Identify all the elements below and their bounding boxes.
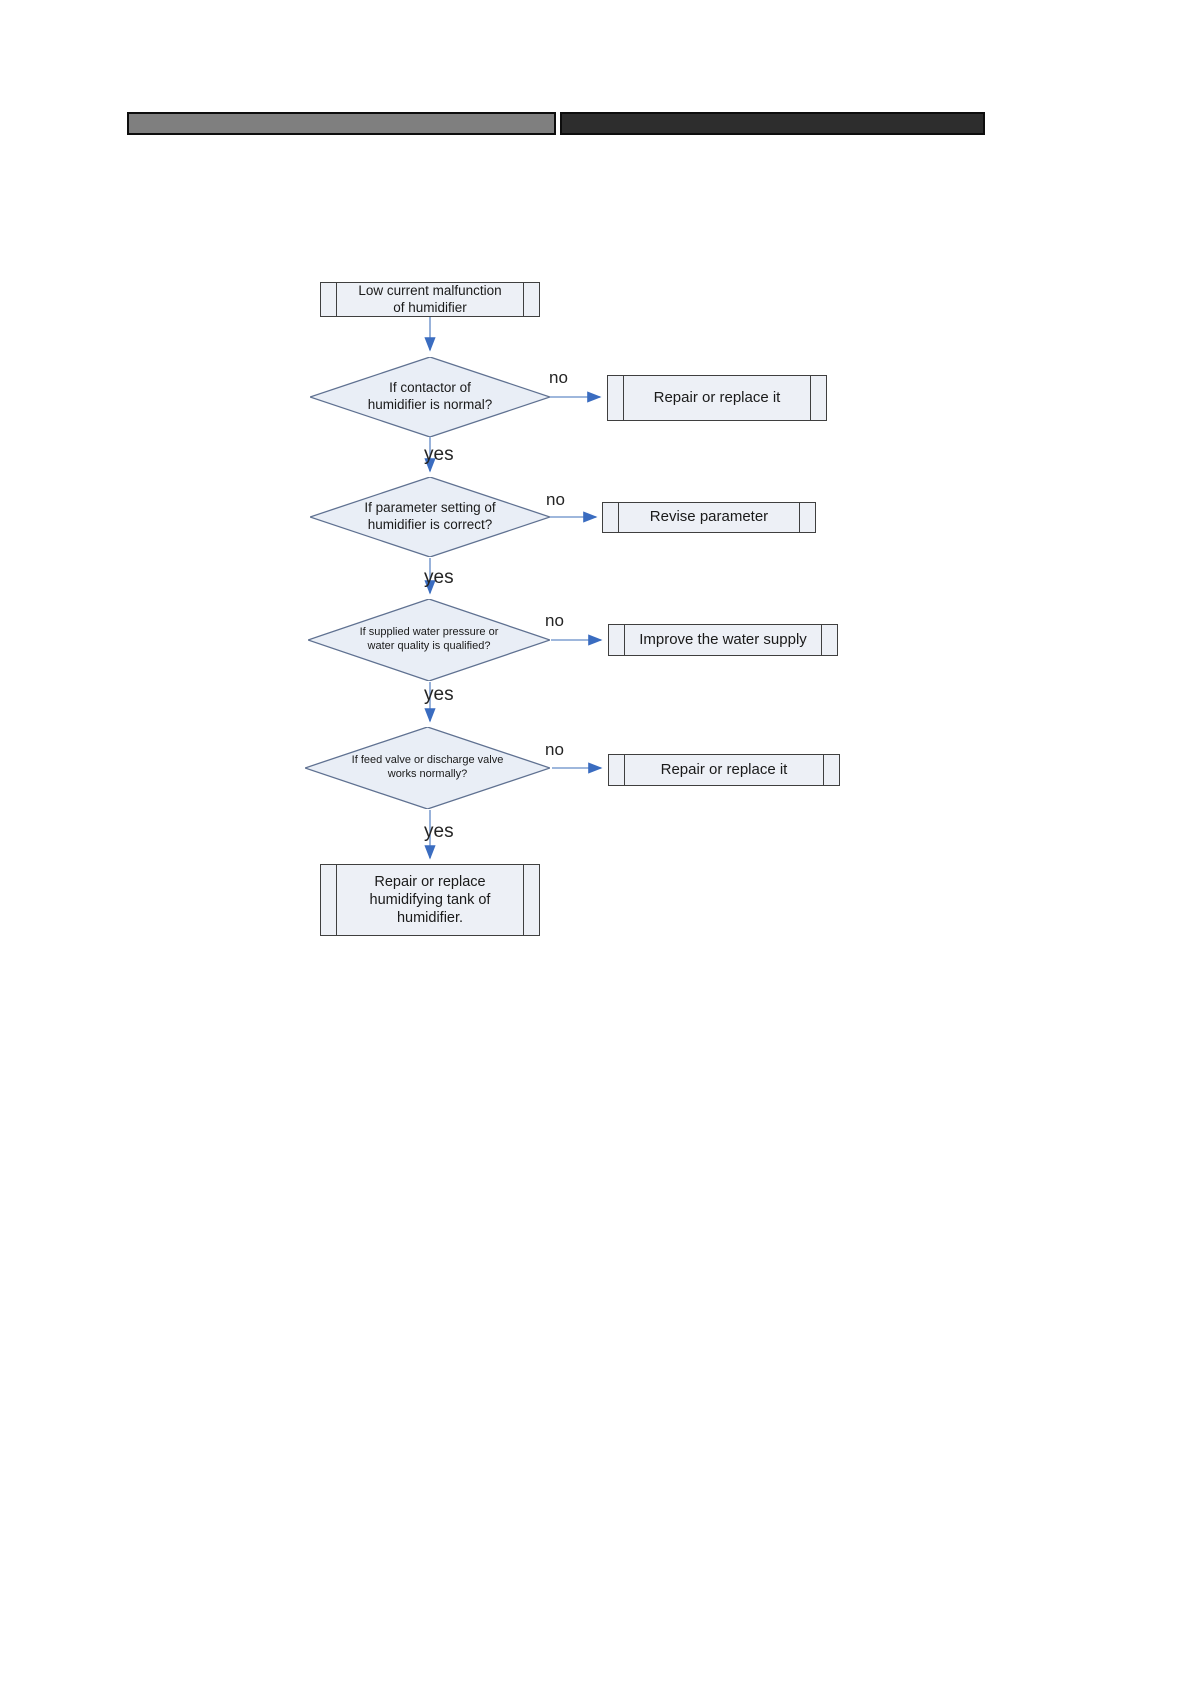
yes-label-2: yes (424, 567, 454, 588)
no-label-3: no (545, 611, 564, 630)
yes-label-1: yes (424, 444, 454, 465)
action-improve-water-supply: Improve the water supply (608, 624, 838, 656)
no-label-2: no (546, 490, 565, 509)
yes-label-4: yes (424, 821, 454, 842)
action-label: Repair or replace it (653, 388, 781, 406)
no-label-4: no (545, 740, 564, 759)
header-bar-left (127, 112, 556, 135)
yes-label-3: yes (424, 684, 454, 705)
decision-parameter: If parameter setting of humidifier is co… (310, 477, 550, 557)
action-revise-parameter: Revise parameter (602, 502, 816, 533)
decision-contactor-label: If contactor of humidifier is normal? (367, 380, 493, 412)
decision-parameter-label: If parameter setting of humidifier is co… (364, 500, 496, 532)
decision-water-supply: If supplied water pressure or water qual… (308, 599, 550, 681)
end-node-label: Repair or replace humidifying tank of hu… (369, 873, 491, 927)
diamond-shape (305, 727, 550, 809)
action-repair-valve: Repair or replace it (608, 754, 840, 786)
decision-valves: If feed valve or discharge valve works n… (305, 727, 550, 809)
decision-valves-label: If feed valve or discharge valve works n… (351, 754, 504, 780)
diamond-shape (310, 357, 550, 437)
start-node-label: Low current malfunction of humidifier (358, 283, 502, 315)
action-label: Improve the water supply (639, 630, 807, 648)
diamond-shape (310, 477, 550, 557)
action-label: Revise parameter (649, 508, 769, 526)
header-bar-right (560, 112, 985, 135)
diamond-shape (308, 599, 550, 681)
end-node: Repair or replace humidifying tank of hu… (320, 864, 540, 936)
decision-water-supply-label: If supplied water pressure or water qual… (359, 626, 499, 652)
action-label: Repair or replace it (660, 760, 788, 778)
decision-contactor: If contactor of humidifier is normal? (310, 357, 550, 437)
action-repair-contactor: Repair or replace it (607, 375, 827, 421)
no-label-1: no (549, 368, 568, 387)
start-node: Low current malfunction of humidifier (320, 282, 540, 317)
